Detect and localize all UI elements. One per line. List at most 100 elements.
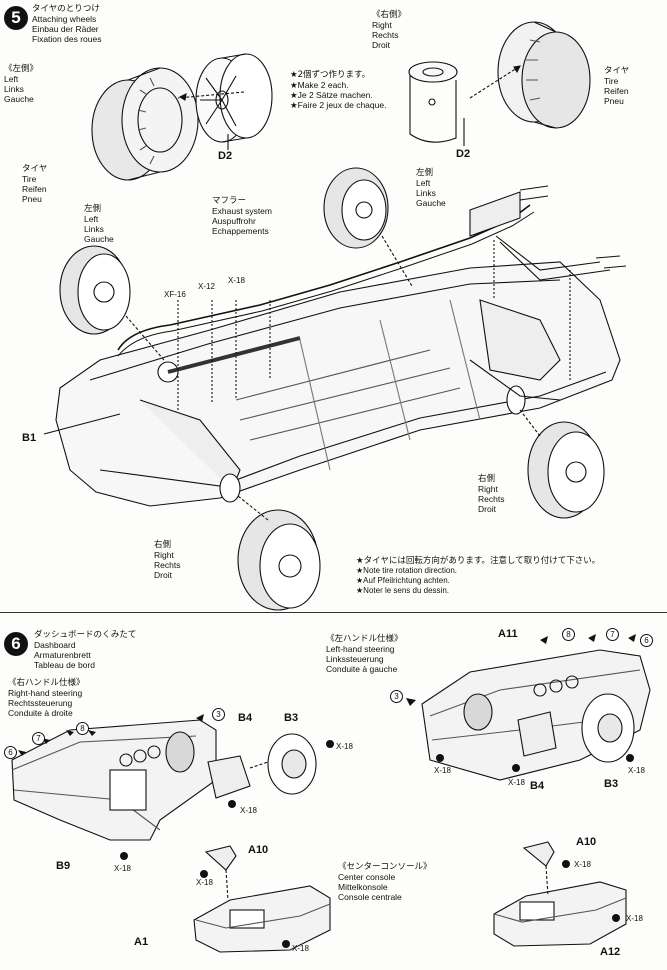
paint-x12: X-12 xyxy=(198,282,215,291)
left-a-de: Links xyxy=(84,224,104,234)
rhd-de: Rechtssteuerung xyxy=(8,698,73,708)
paint-ref-7-left: 7 xyxy=(32,732,45,745)
tire-left-jp: タイヤ xyxy=(22,164,48,174)
left-b-en: Left xyxy=(416,178,431,188)
paint-x18-console-a: X-18 xyxy=(196,878,213,887)
muffler-de: Auspuffrohr xyxy=(212,216,256,226)
paint-x18-lhd-c: X-18 xyxy=(628,766,645,775)
right-side-de: Rechts xyxy=(372,30,399,40)
tire-left-en: Tire xyxy=(22,174,37,184)
muffler-en: Exhaust system xyxy=(212,206,272,216)
step-6-title: ダッシュボードのくみたて Dashboard Armaturenbrett Ta… xyxy=(34,630,136,670)
left-b-jp: 左側 xyxy=(416,168,434,178)
step-5-title-fr: Fixation des roues xyxy=(32,34,102,44)
paint-ref-8-right: 8 xyxy=(562,628,575,641)
make-two-note: ★2個ずつ作ります。 ★Make 2 each. ★Je 2 Sätze mac… xyxy=(290,70,386,110)
dashboard-rhd-drawing xyxy=(11,719,217,841)
left-a-fr: Gauche xyxy=(84,234,114,244)
right-b-fr: Droit xyxy=(154,570,172,580)
console-en: Center console xyxy=(338,872,396,882)
part-a12: A12 xyxy=(600,946,621,958)
step-5-title-de: Einbau der Räder xyxy=(32,24,99,34)
step-5-badge: 5 xyxy=(4,6,28,30)
right-a-de: Rechts xyxy=(478,494,505,504)
paint-x18: X-18 xyxy=(228,276,245,285)
paint-x18-rhd-b: X-18 xyxy=(240,806,257,815)
tire-right-en: Tire xyxy=(604,76,619,86)
make-two-de: ★Je 2 Sätze machen. xyxy=(290,90,373,100)
tire-right-label: タイヤ Tire Reifen Pneu xyxy=(604,66,629,106)
part-a10-left: A10 xyxy=(248,844,269,856)
chassis-wheel-front-left xyxy=(59,245,131,335)
tire-left-de: Reifen xyxy=(22,184,47,194)
step-5-title-en: Attaching wheels xyxy=(32,14,97,24)
left-label-b: 左側 Left Links Gauche xyxy=(416,168,446,208)
part-a11: A11 xyxy=(498,628,518,640)
lhd-fr: Conduite à gauche xyxy=(326,664,398,674)
wheel-right-drawing xyxy=(408,61,458,143)
paint-ref-6-left: 6 xyxy=(4,746,17,759)
tire-left-label: タイヤ Tire Reifen Pneu xyxy=(22,164,47,204)
section-divider xyxy=(0,612,667,613)
step-6-title-jp: ダッシュボードのくみたて xyxy=(34,630,137,640)
paint-ref-3-right: 3 xyxy=(390,690,403,703)
step-6-title-de: Armaturenbrett xyxy=(34,650,91,660)
right-b-de: Rechts xyxy=(154,560,181,570)
make-two-fr: ★Faire 2 jeux de chaque. xyxy=(290,100,387,110)
rotation-note: ★タイヤには回転方向があります。注意して取り付けて下さい。 ★Note tire… xyxy=(356,556,600,596)
gear-lever-a10-right xyxy=(522,841,555,897)
left-label-a: 左側 Left Links Gauche xyxy=(84,204,114,244)
chassis-drawing xyxy=(55,185,627,507)
rhd-jp: 《右ハンドル仕様》 xyxy=(8,678,85,688)
muffler-fr: Echappements xyxy=(212,226,269,236)
right-side-en: Right xyxy=(372,20,392,30)
steering-wheel-b3-left xyxy=(267,733,317,795)
left-side-fr: Gauche xyxy=(4,94,34,104)
lhd-jp: 《左ハンドル仕様》 xyxy=(326,634,403,644)
center-vent-b4-right xyxy=(517,711,557,757)
rhd-heading: 《右ハンドル仕様》 Right-hand steering Rechtssteu… xyxy=(8,678,85,718)
paint-xf16: XF-16 xyxy=(164,290,186,299)
paint-ref-3-left: 3 xyxy=(212,708,225,721)
paint-x18-lhd-a: X-18 xyxy=(434,766,451,775)
center-console-a1-drawing xyxy=(193,885,331,953)
center-console-a12-drawing xyxy=(493,881,627,947)
paint-x18-console-b: X-18 xyxy=(292,944,309,953)
center-vent-b4-left xyxy=(207,755,251,799)
rotation-de: ★Auf Pfeilrichtung achten. xyxy=(356,576,450,585)
console-heading: 《センターコンソール》 Center console Mittelkonsole… xyxy=(338,862,432,902)
right-a-jp: 右側 xyxy=(478,474,496,484)
paint-x18-rhd-c: X-18 xyxy=(336,742,353,751)
rotation-en: ★Note tire rotation direction. xyxy=(356,566,457,575)
rhd-fr: Conduite à droite xyxy=(8,708,73,718)
left-a-en: Left xyxy=(84,214,99,224)
tire-right-de: Reifen xyxy=(604,86,629,96)
paint-ref-8-left: 8 xyxy=(76,722,89,735)
part-d2-left: D2 xyxy=(218,150,233,162)
tire-left-drawing xyxy=(91,67,199,181)
rhd-en: Right-hand steering xyxy=(8,688,83,698)
left-side-jp: 《左側》 xyxy=(4,64,39,74)
right-a-en: Right xyxy=(478,484,498,494)
paint-x18-rhd-a: X-18 xyxy=(114,864,131,873)
tire-right-fr: Pneu xyxy=(604,96,624,106)
right-side-fr: Droit xyxy=(372,40,390,50)
part-b9: B9 xyxy=(56,860,71,872)
muffler-jp: マフラー xyxy=(212,196,247,206)
chassis-wheel-front-right xyxy=(237,509,321,611)
part-b4-right: B4 xyxy=(530,780,545,792)
paint-ref-6-right: 6 xyxy=(640,634,653,647)
left-side-heading: 《左側》 Left Links Gauche xyxy=(4,64,38,104)
part-a1: A1 xyxy=(134,936,149,948)
part-b3-left: B3 xyxy=(284,712,299,724)
chassis-wheel-rear-left xyxy=(323,167,389,249)
left-side-en: Left xyxy=(4,74,19,84)
part-a10-right: A10 xyxy=(576,836,597,848)
left-b-fr: Gauche xyxy=(416,198,446,208)
steering-wheel-b3-right xyxy=(581,693,635,763)
part-d2-right: D2 xyxy=(456,148,471,160)
console-fr: Console centrale xyxy=(338,892,402,902)
right-b-en: Right xyxy=(154,550,174,560)
rotation-jp: ★タイヤには回転方向があります。注意して取り付けて下さい。 xyxy=(356,556,601,566)
